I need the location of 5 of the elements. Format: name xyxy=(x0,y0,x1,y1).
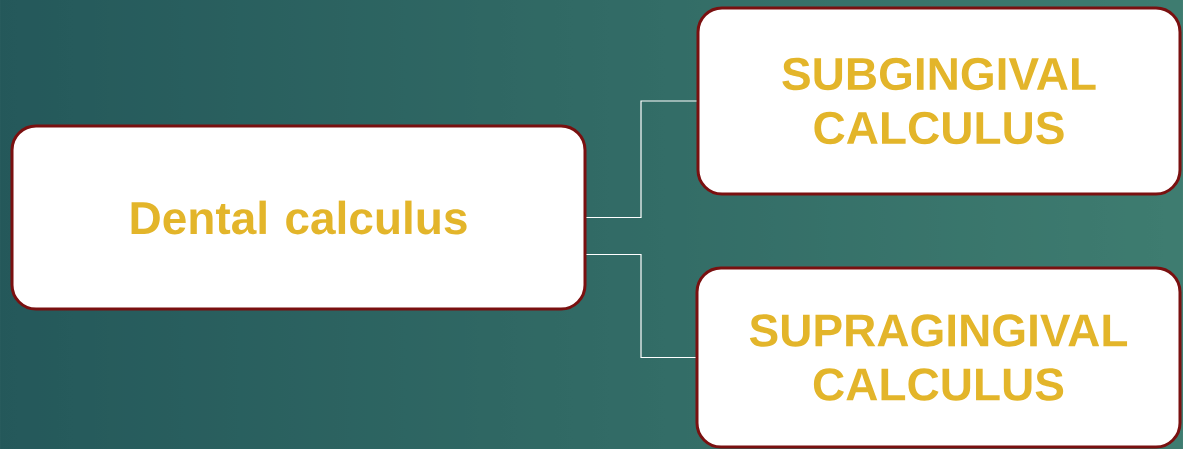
process-box: SUPRAGINGIVAL CALCULUS xyxy=(695,266,1182,449)
connector-line xyxy=(585,253,697,359)
connector-line xyxy=(585,100,698,219)
process-box: SUBGINGIVAL CALCULUS xyxy=(696,6,1182,196)
process-box: Dental calculus xyxy=(10,124,587,311)
